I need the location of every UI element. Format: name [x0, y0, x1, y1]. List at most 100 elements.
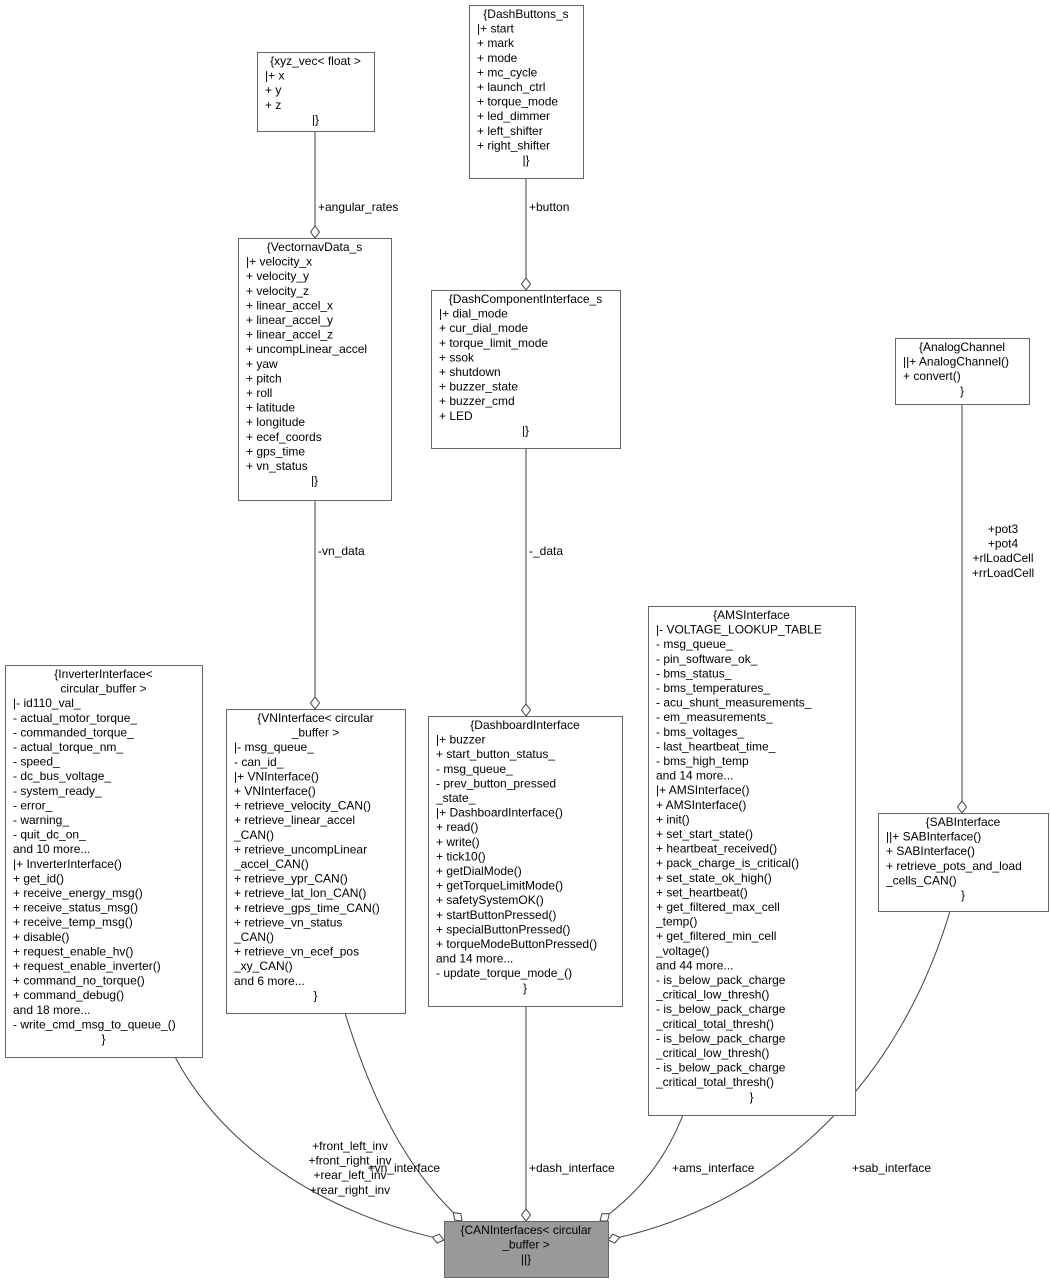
node-member: + ecef_coords	[246, 430, 322, 444]
node-member: + retrieve_vn_ecef_pos	[234, 945, 359, 959]
node-member: - quit_dc_on_	[13, 828, 86, 842]
aggregation-diamond-icon	[309, 696, 321, 710]
edge-label: +button	[529, 200, 569, 214]
aggregation-diamond-icon	[607, 1233, 621, 1244]
node-member: _CAN()	[233, 828, 274, 842]
node-member: - dc_bus_voltage_	[13, 769, 111, 783]
node-member: + heartbeat_received()	[656, 842, 777, 856]
edge-xyz-vec-to-vectornav-data: +angular_rates	[309, 131, 398, 239]
node-title: {DashButtons_s	[483, 7, 568, 21]
nodes-layer: {xyz_vec< float >|+ x+ y+ z|} {DashButton…	[5, 5, 1049, 1278]
node-member: + retrieve_ypr_CAN()	[234, 872, 348, 886]
node-member: + retrieve_vn_status	[234, 915, 342, 929]
node-vn-interface[interactable]: {VNInterface< circular_buffer >|- msg_qu…	[226, 709, 406, 1014]
node-member: and 18 more...	[13, 1003, 90, 1017]
edge-label: -vn_data	[318, 544, 365, 558]
node-member: + receive_status_msg()	[13, 901, 138, 915]
node-member: + LED	[439, 409, 473, 423]
node-close: }	[313, 988, 317, 1002]
node-close: ||}	[521, 1252, 531, 1266]
node-title: {DashboardInterface	[470, 718, 580, 732]
node-member: + latitude	[246, 401, 295, 415]
node-title: {xyz_vec< float >	[270, 54, 361, 68]
node-member: _critical_low_thresh()	[655, 1046, 769, 1060]
node-member: + torqueModeButtonPressed()	[436, 937, 597, 951]
node-member: + disable()	[13, 930, 69, 944]
node-member: + start_button_status_	[436, 747, 555, 761]
node-can-interfaces[interactable]: {CANInterfaces< circular_buffer >||}	[444, 1221, 609, 1278]
node-close: |}	[311, 474, 318, 488]
edge-label: +rear_left_inv	[313, 1168, 386, 1182]
node-member: - em_measurements_	[656, 710, 773, 724]
aggregation-diamond-icon	[520, 1208, 532, 1222]
node-box	[648, 606, 856, 1116]
node-title: _buffer >	[501, 1238, 549, 1252]
edge-line	[174, 1056, 433, 1238]
node-member: and 6 more...	[234, 974, 305, 988]
node-member: + vn_status	[246, 459, 308, 473]
node-member: + retrieve_pots_and_load	[886, 859, 1022, 873]
edge-vectornav-data-to-vn-interface: -vn_data	[309, 500, 365, 710]
node-member: + read()	[436, 820, 478, 834]
node-member: + yaw	[246, 357, 278, 371]
node-member: - acu_shunt_measurements_	[656, 696, 812, 710]
node-close: }	[749, 1090, 753, 1104]
node-member: _critical_low_thresh()	[655, 988, 769, 1002]
node-member: + gps_time	[246, 444, 305, 458]
edge-label: -_data	[529, 544, 563, 558]
edge-line	[619, 910, 951, 1238]
node-member: + tick10()	[436, 849, 486, 863]
edge-dash-buttons-to-dash-component: +button	[520, 178, 569, 291]
node-member: _cells_CAN()	[885, 873, 957, 887]
node-member: + retrieve_uncompLinear	[234, 842, 367, 856]
node-ams-interface[interactable]: {AMSInterface|- VOLTAGE_LOOKUP_TABLE- ms…	[648, 606, 856, 1116]
node-member: - bms_temperatures_	[656, 681, 770, 695]
node-member: + AMSInterface()	[656, 798, 746, 812]
node-dash-buttons[interactable]: {DashButtons_s|+ start+ mark+ mode+ mc_c…	[469, 5, 584, 179]
node-xyz-vec[interactable]: {xyz_vec< float >|+ x+ y+ z|}	[257, 52, 375, 132]
node-member: - msg_queue_	[436, 762, 513, 776]
node-member: + VNInterface()	[234, 784, 316, 798]
node-member: - pin_software_ok_	[656, 652, 758, 666]
node-box	[469, 5, 584, 179]
node-member: + launch_ctrl	[477, 80, 545, 94]
node-member: + retrieve_linear_accel	[234, 813, 355, 827]
node-member: - system_ready_	[13, 784, 102, 798]
node-member: |- id110_val_	[13, 696, 81, 710]
node-member: |+ dial_mode	[439, 307, 508, 321]
node-member: ||+ AnalogChannel()	[903, 355, 1009, 369]
node-box	[428, 716, 623, 1007]
edge-label: +pot4	[988, 537, 1019, 551]
edge-line	[609, 1114, 684, 1215]
node-vectornav-data[interactable]: {VectornavData_s|+ velocity_x+ velocity_…	[238, 238, 392, 501]
node-member: - is_below_pack_charge	[656, 1002, 786, 1016]
node-member: + getDialMode()	[436, 864, 522, 878]
node-member: - actual_motor_torque_	[13, 711, 137, 725]
node-member: + convert()	[903, 369, 961, 383]
edges-layer: +angular_rates +button -vn_data -_data +pot3…	[174, 131, 1034, 1244]
node-member: + mode	[477, 51, 518, 65]
node-member: + get_id()	[13, 871, 64, 885]
edge-label: +pot3	[988, 522, 1019, 536]
node-dash-component[interactable]: {DashComponentInterface_s|+ dial_mode+ c…	[431, 290, 621, 449]
node-dashboard-interface[interactable]: {DashboardInterface|+ buzzer+ start_butt…	[428, 716, 623, 1007]
node-analog-channel[interactable]: {AnalogChannel||+ AnalogChannel()+ conve…	[895, 338, 1030, 405]
node-inverter-interface[interactable]: {InverterInterface<circular_buffer >|- i…	[5, 665, 203, 1058]
edge-label: +rrLoadCell	[972, 566, 1034, 580]
node-member: + torque_limit_mode	[439, 336, 548, 350]
node-close: |}	[522, 423, 529, 437]
node-box	[895, 338, 1030, 405]
node-sab-interface[interactable]: {SABInterface||+ SABInterface()+ SABInte…	[878, 813, 1049, 912]
node-member: + z	[265, 98, 281, 112]
node-member: + retrieve_velocity_CAN()	[234, 799, 371, 813]
node-member: + get_filtered_max_cell	[656, 900, 780, 914]
node-member: - is_below_pack_charge	[656, 1061, 786, 1075]
node-member: - prev_button_pressed	[436, 776, 556, 790]
node-close: }	[960, 384, 964, 398]
aggregation-diamond-icon	[309, 225, 321, 239]
node-member: |+ buzzer	[436, 733, 485, 747]
node-title: {AnalogChannel	[919, 340, 1005, 354]
node-title: {VNInterface< circular	[257, 711, 373, 725]
node-member: ||+ SABInterface()	[886, 830, 981, 844]
edge-label: +sab_interface	[852, 1161, 931, 1175]
